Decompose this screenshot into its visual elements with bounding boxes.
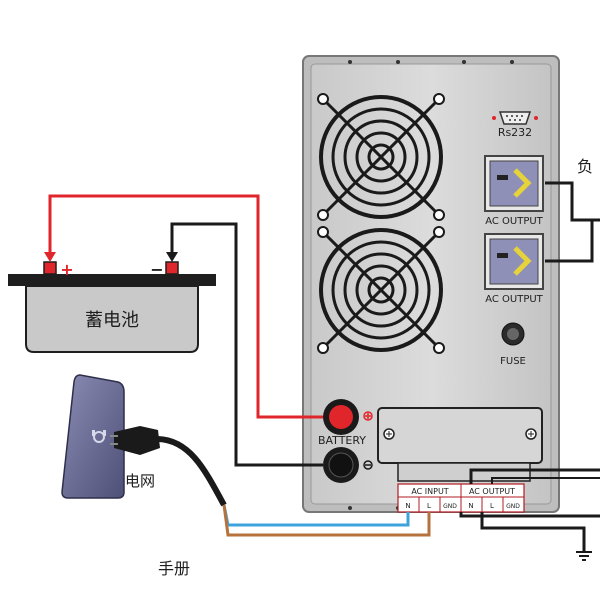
wire-mains-line [222,504,431,537]
wire-battery-negative [170,222,323,467]
arrow-battery-negative [166,252,178,262]
terminal-l2-label: L [490,502,494,510]
wall-outlet [61,374,125,499]
wires [44,181,600,561]
arrow-battery-positive [44,252,56,262]
bottom-partial-text: 手册 [158,559,190,578]
terminal-ac-output-label: AC OUTPUT [469,487,515,496]
ac-output-socket-top [484,155,544,212]
fuse-holder [501,322,525,346]
battery-box [8,261,216,353]
ac-output-bottom-label: AC OUTPUT [485,294,543,305]
wire-load-4 [480,512,586,552]
power-plug [110,426,227,507]
battery-label: BATTERY [318,434,366,447]
ac-output-top-label: AC OUTPUT [485,216,543,227]
battery-plus-sign: + [60,260,73,279]
wire-load-2 [491,477,600,484]
wire-socket-top [545,181,600,222]
wire-load-1 [469,468,600,484]
terminal-gnd2-label: GND [506,503,520,510]
terminal-n2-label: N [468,502,473,510]
terminal-ac-input-label: AC INPUT [411,487,448,496]
load-label: 负 [577,157,593,176]
terminal-n-label: N [405,502,410,510]
ac-output-socket-bottom [484,233,544,290]
battery-positive-terminal [323,399,373,435]
wire-load-3 [459,512,600,518]
battery-box-label: 蓄电池 [85,310,139,331]
battery-negative-terminal [323,447,373,483]
fan-grille-bottom [317,226,445,354]
wire-battery-positive [48,194,323,419]
wire-socket-bottom [545,220,594,263]
ground-symbol [576,551,592,561]
battery-minus-sign: − [150,260,163,279]
terminal-l-label: L [427,502,431,510]
cover-plate [377,407,543,482]
fuse-label: FUSE [500,356,526,367]
rs232-port [492,111,538,125]
rs232-label: Rs232 [498,126,532,139]
fan-grille-top [317,93,445,221]
mains-label: 电网 [125,472,155,490]
terminal-gnd-label: GND [443,503,457,510]
